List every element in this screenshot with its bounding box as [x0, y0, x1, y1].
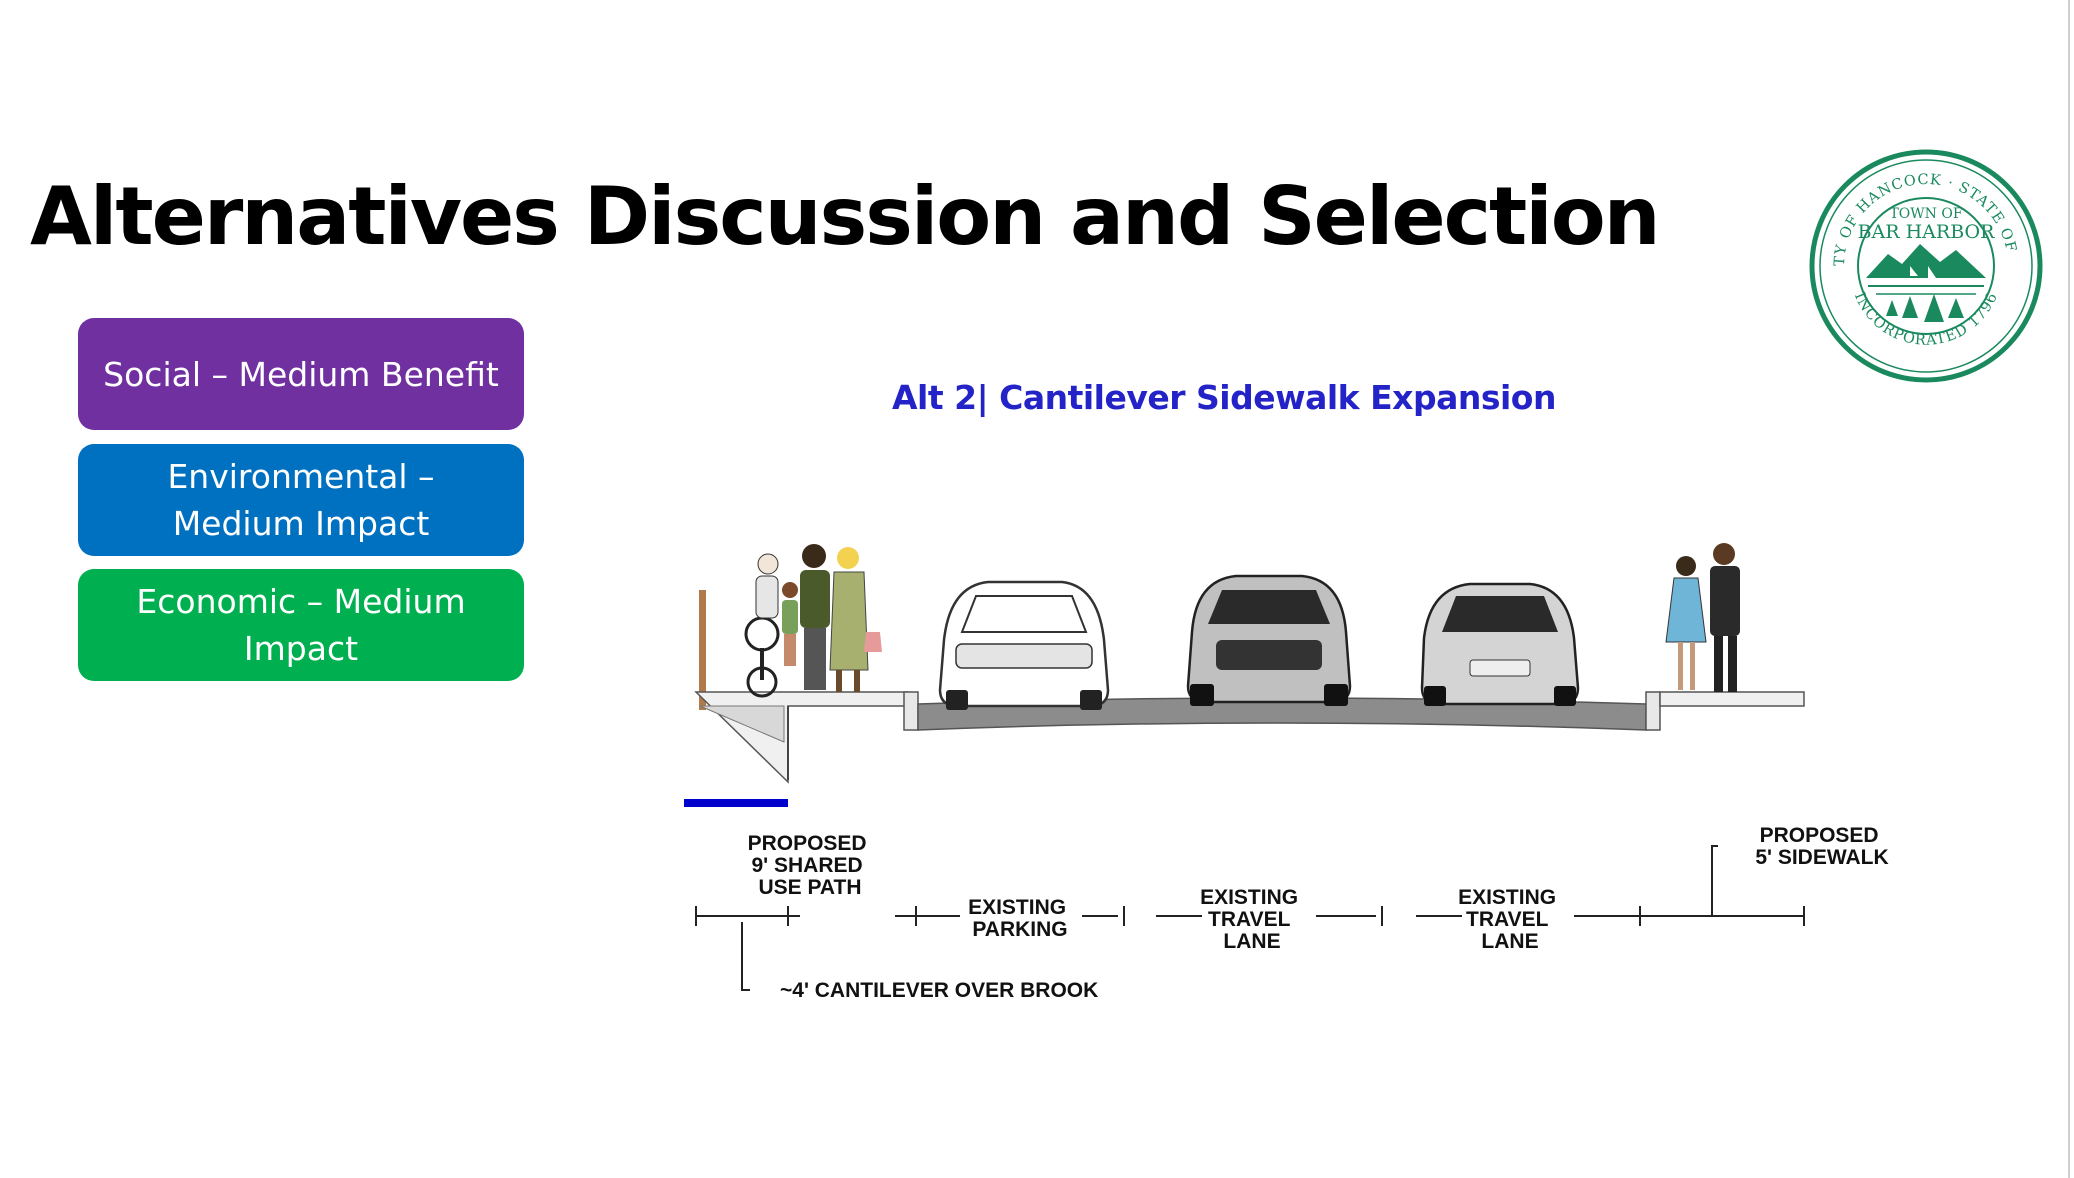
badge-line: Environmental –	[167, 457, 435, 496]
badge-line: Economic – Medium	[136, 582, 466, 621]
label-sidewalk: PROPOSED 5' SIDEWALK	[1755, 824, 1888, 869]
alternative-title: Alt 2| Cantilever Sidewalk Expansion	[892, 378, 1556, 417]
pedestrians-and-cyclist-icon	[744, 544, 882, 698]
shared-use-path-slab	[694, 691, 909, 784]
badge-line: Impact	[243, 629, 359, 668]
travel-lane-car-front-icon	[1186, 574, 1352, 706]
railing-post	[699, 590, 706, 710]
slide-edge-rule	[2068, 0, 2070, 1178]
town-seal-logo: COUNTY OF HANCOCK · STATE OF MAINE INCOR…	[1806, 146, 2043, 383]
dimension-line	[695, 845, 1805, 991]
walking-couple-icon	[1665, 543, 1740, 692]
brook-water-line	[684, 799, 788, 807]
label-travel-lane-2: EXISTING TRAVEL LANE	[1458, 886, 1562, 953]
parked-car-icon	[938, 580, 1110, 710]
label-travel-lane-1: EXISTING TRAVEL LANE	[1200, 886, 1304, 953]
label-cantilever: ~4' CANTILEVER OVER BROOK	[780, 979, 1098, 1002]
travel-lane-car-rear-icon	[1420, 582, 1580, 706]
badge-line: Social – Medium Benefit	[103, 354, 499, 394]
environmental-impact-badge: Environmental – Medium Impact	[78, 444, 524, 556]
badge-line: Medium Impact	[172, 504, 430, 543]
social-impact-badge: Social – Medium Benefit	[78, 318, 524, 430]
label-parking: EXISTING PARKING	[968, 896, 1072, 941]
street-cross-section-diagram: PROPOSED 9' SHARED USE PATH EXISTING PAR…	[684, 543, 1889, 1002]
slide-title: Alternatives Discussion and Selection	[30, 170, 1661, 263]
label-shared-path: PROPOSED 9' SHARED USE PATH	[748, 832, 873, 899]
seal-line2: BAR HARBOR	[1858, 221, 1996, 243]
seal-line1: TOWN OF	[1889, 206, 1962, 222]
economic-impact-badge: Economic – Medium Impact	[78, 569, 524, 681]
